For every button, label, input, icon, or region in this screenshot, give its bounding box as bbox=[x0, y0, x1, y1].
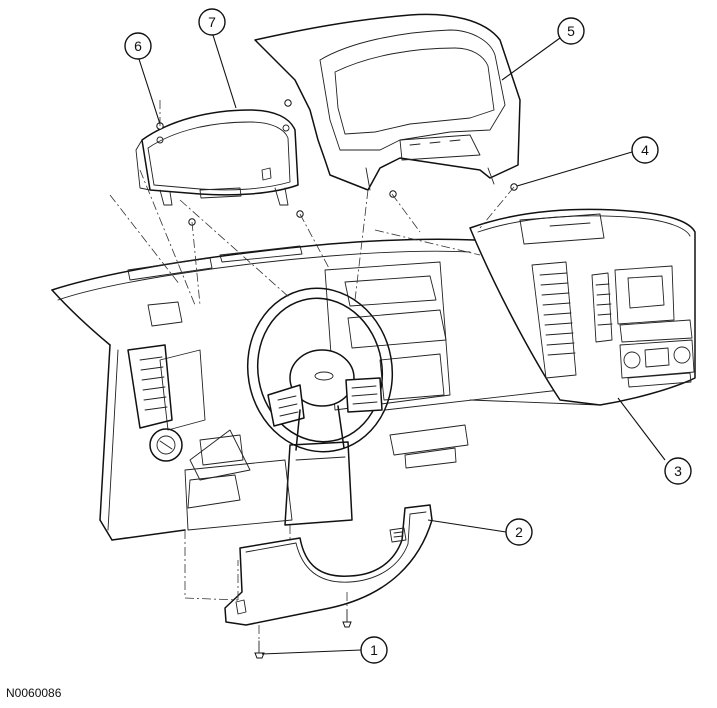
steering-wheel bbox=[246, 287, 394, 526]
callout-4: 4 bbox=[631, 136, 659, 164]
instrument-panel bbox=[51, 238, 601, 541]
center-finish-panel bbox=[469, 208, 696, 406]
callout-3: 3 bbox=[664, 457, 692, 485]
leader-lines bbox=[137, 31, 666, 655]
left-air-vent bbox=[127, 344, 173, 429]
callout-1-label: 1 bbox=[370, 642, 378, 658]
callout-3-label: 3 bbox=[674, 463, 682, 479]
cluster-finish-panel bbox=[254, 13, 521, 191]
callout-2-label: 2 bbox=[515, 524, 523, 540]
figure-reference-code: N0060086 bbox=[6, 686, 62, 700]
callout-5-label: 5 bbox=[567, 23, 575, 39]
instrument-cluster bbox=[135, 109, 299, 206]
callout-4-label: 4 bbox=[641, 142, 649, 158]
callout-6: 6 bbox=[124, 32, 152, 60]
steering-column-cover bbox=[224, 504, 433, 626]
headlamp-switch bbox=[149, 428, 183, 462]
callout-7-label: 7 bbox=[208, 14, 216, 30]
alignment-lines bbox=[109, 100, 515, 640]
callout-7: 7 bbox=[198, 8, 226, 36]
callout-6-label: 6 bbox=[134, 38, 142, 54]
callout-2: 2 bbox=[505, 518, 533, 546]
callout-5: 5 bbox=[557, 17, 585, 45]
callout-1: 1 bbox=[360, 636, 388, 664]
cover-screws bbox=[254, 609, 352, 659]
steering-column bbox=[184, 434, 293, 531]
cluster-screws bbox=[156, 99, 518, 226]
